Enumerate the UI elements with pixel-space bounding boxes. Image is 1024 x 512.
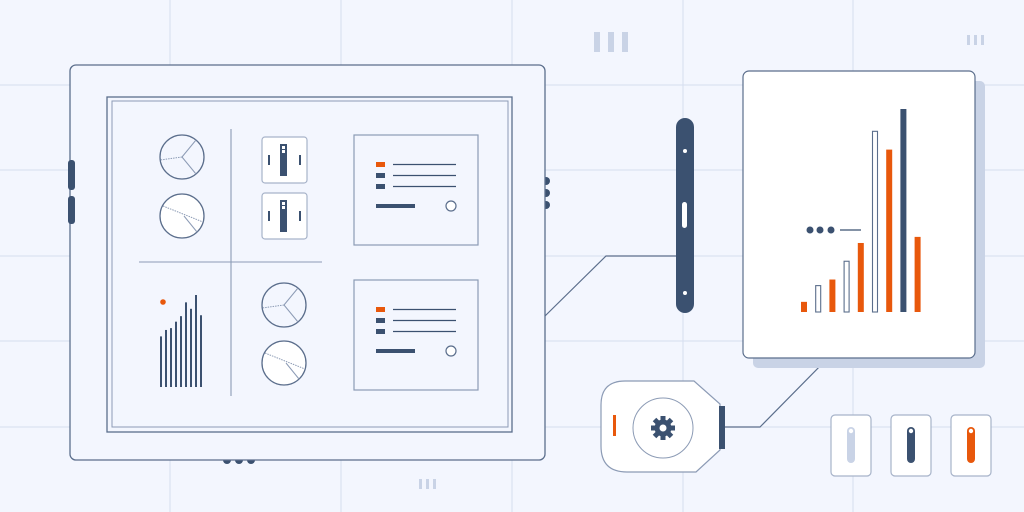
pie-chart-icon	[159, 193, 205, 239]
radio-button[interactable]	[445, 200, 457, 212]
list-bullet	[376, 184, 385, 189]
list-bullet	[376, 162, 385, 167]
switch-knob-track	[907, 427, 915, 463]
list-bullet	[376, 173, 385, 178]
mini-bar	[165, 329, 167, 387]
top-tick-marks	[419, 32, 984, 489]
list-bullet	[376, 318, 385, 323]
connector-line	[724, 356, 830, 428]
radio-button[interactable]	[445, 345, 457, 357]
slider-pill[interactable]	[676, 118, 694, 313]
toggle-switch-icon[interactable]	[261, 136, 308, 184]
connector-port	[719, 406, 725, 449]
legend-dots	[806, 226, 861, 234]
switch-card[interactable]	[950, 414, 992, 477]
indicator-mark	[613, 415, 616, 436]
toggle-switch-icon[interactable]	[261, 192, 308, 240]
side-button	[68, 160, 75, 190]
mini-bar	[160, 336, 162, 387]
gear-icon[interactable]	[651, 416, 675, 440]
bar	[801, 301, 807, 312]
mini-bar	[195, 295, 197, 387]
mini-bar	[190, 308, 192, 387]
connector-line	[544, 255, 678, 317]
bar	[843, 260, 850, 313]
switch-card[interactable]	[890, 414, 932, 477]
bar	[886, 149, 893, 312]
list-card	[353, 279, 479, 391]
switch-card[interactable]	[830, 414, 872, 477]
bar	[857, 242, 864, 312]
pie-chart-icon	[261, 282, 307, 328]
mini-bar	[175, 321, 177, 387]
mini-bar-chart	[160, 295, 202, 387]
bar	[900, 109, 907, 312]
switch-knob	[848, 428, 854, 434]
mini-bar	[180, 316, 182, 387]
settings-device[interactable]	[600, 380, 725, 473]
bar	[815, 285, 822, 313]
list-card	[353, 134, 479, 246]
gear-tooth	[660, 416, 666, 422]
pie-chart-icon	[159, 134, 205, 180]
bar	[871, 130, 879, 313]
switch-knob-track	[847, 427, 855, 463]
gear-hole	[659, 424, 667, 432]
list-bullet	[376, 307, 385, 312]
mini-bar	[170, 328, 172, 387]
switch-knob	[968, 428, 974, 434]
switch-knob-track	[967, 427, 975, 463]
progress-line	[376, 349, 415, 353]
mini-bar	[185, 302, 187, 387]
dashboard-device	[68, 64, 550, 464]
bar	[914, 236, 921, 312]
chart-card	[742, 70, 985, 368]
accent-dot	[160, 299, 166, 305]
progress-line	[376, 204, 415, 208]
bar	[829, 279, 836, 312]
list-bullet	[376, 329, 385, 334]
side-button	[68, 196, 75, 224]
mini-bar	[200, 315, 202, 387]
gear-tooth	[660, 434, 666, 440]
pie-chart-icon	[261, 340, 307, 386]
switch-knob	[908, 428, 914, 434]
bar-chart	[801, 109, 921, 313]
